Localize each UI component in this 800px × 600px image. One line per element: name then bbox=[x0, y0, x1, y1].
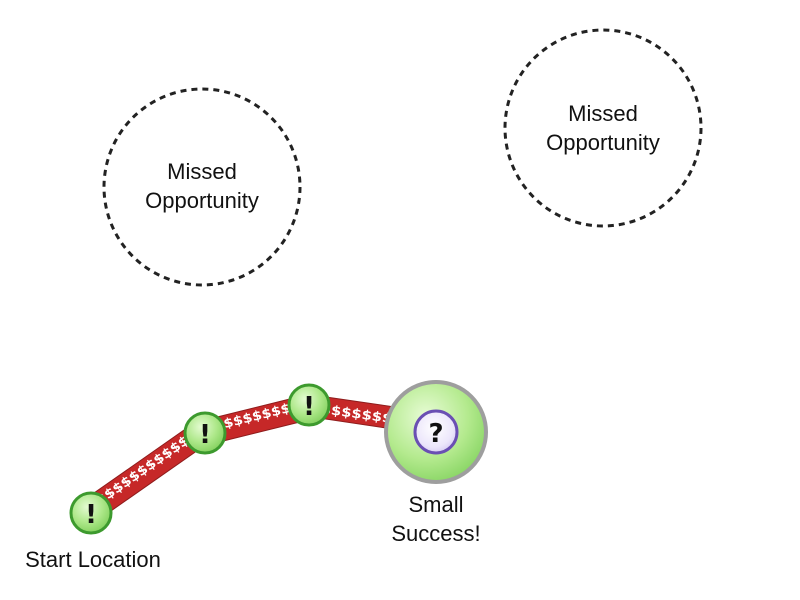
small-success-line2: Success! bbox=[391, 521, 481, 546]
missed-opportunity-line1: Missed bbox=[167, 159, 237, 184]
goal-node: ? bbox=[384, 380, 488, 484]
small-success-label: Small Success! bbox=[356, 490, 516, 548]
path-node-1: ! bbox=[69, 491, 113, 535]
exclamation-icon: ! bbox=[303, 392, 315, 422]
start-location-label: Start Location bbox=[25, 547, 161, 572]
question-glyph: ? bbox=[428, 419, 443, 449]
missed-opportunity-line1: Missed bbox=[568, 101, 638, 126]
money-path-glyphs: $$$$$$$$$$$$ bbox=[94, 428, 201, 509]
exclamation-icon: ! bbox=[85, 500, 97, 530]
missed-opportunity-label-right: Missed Opportunity bbox=[503, 99, 703, 157]
missed-opportunity-circle-left bbox=[102, 87, 302, 287]
missed-opportunity-label-left: Missed Opportunity bbox=[102, 157, 302, 215]
small-success-line1: Small bbox=[408, 492, 464, 517]
question-icon bbox=[413, 409, 459, 455]
exclamation-icon: ! bbox=[199, 420, 211, 450]
path-node-3: ! bbox=[287, 383, 331, 427]
missed-opportunity-line2: Opportunity bbox=[546, 130, 660, 155]
path-node-2: ! bbox=[183, 411, 227, 455]
missed-opportunity-circle-right bbox=[503, 28, 703, 228]
missed-opportunity-line2: Opportunity bbox=[145, 188, 259, 213]
